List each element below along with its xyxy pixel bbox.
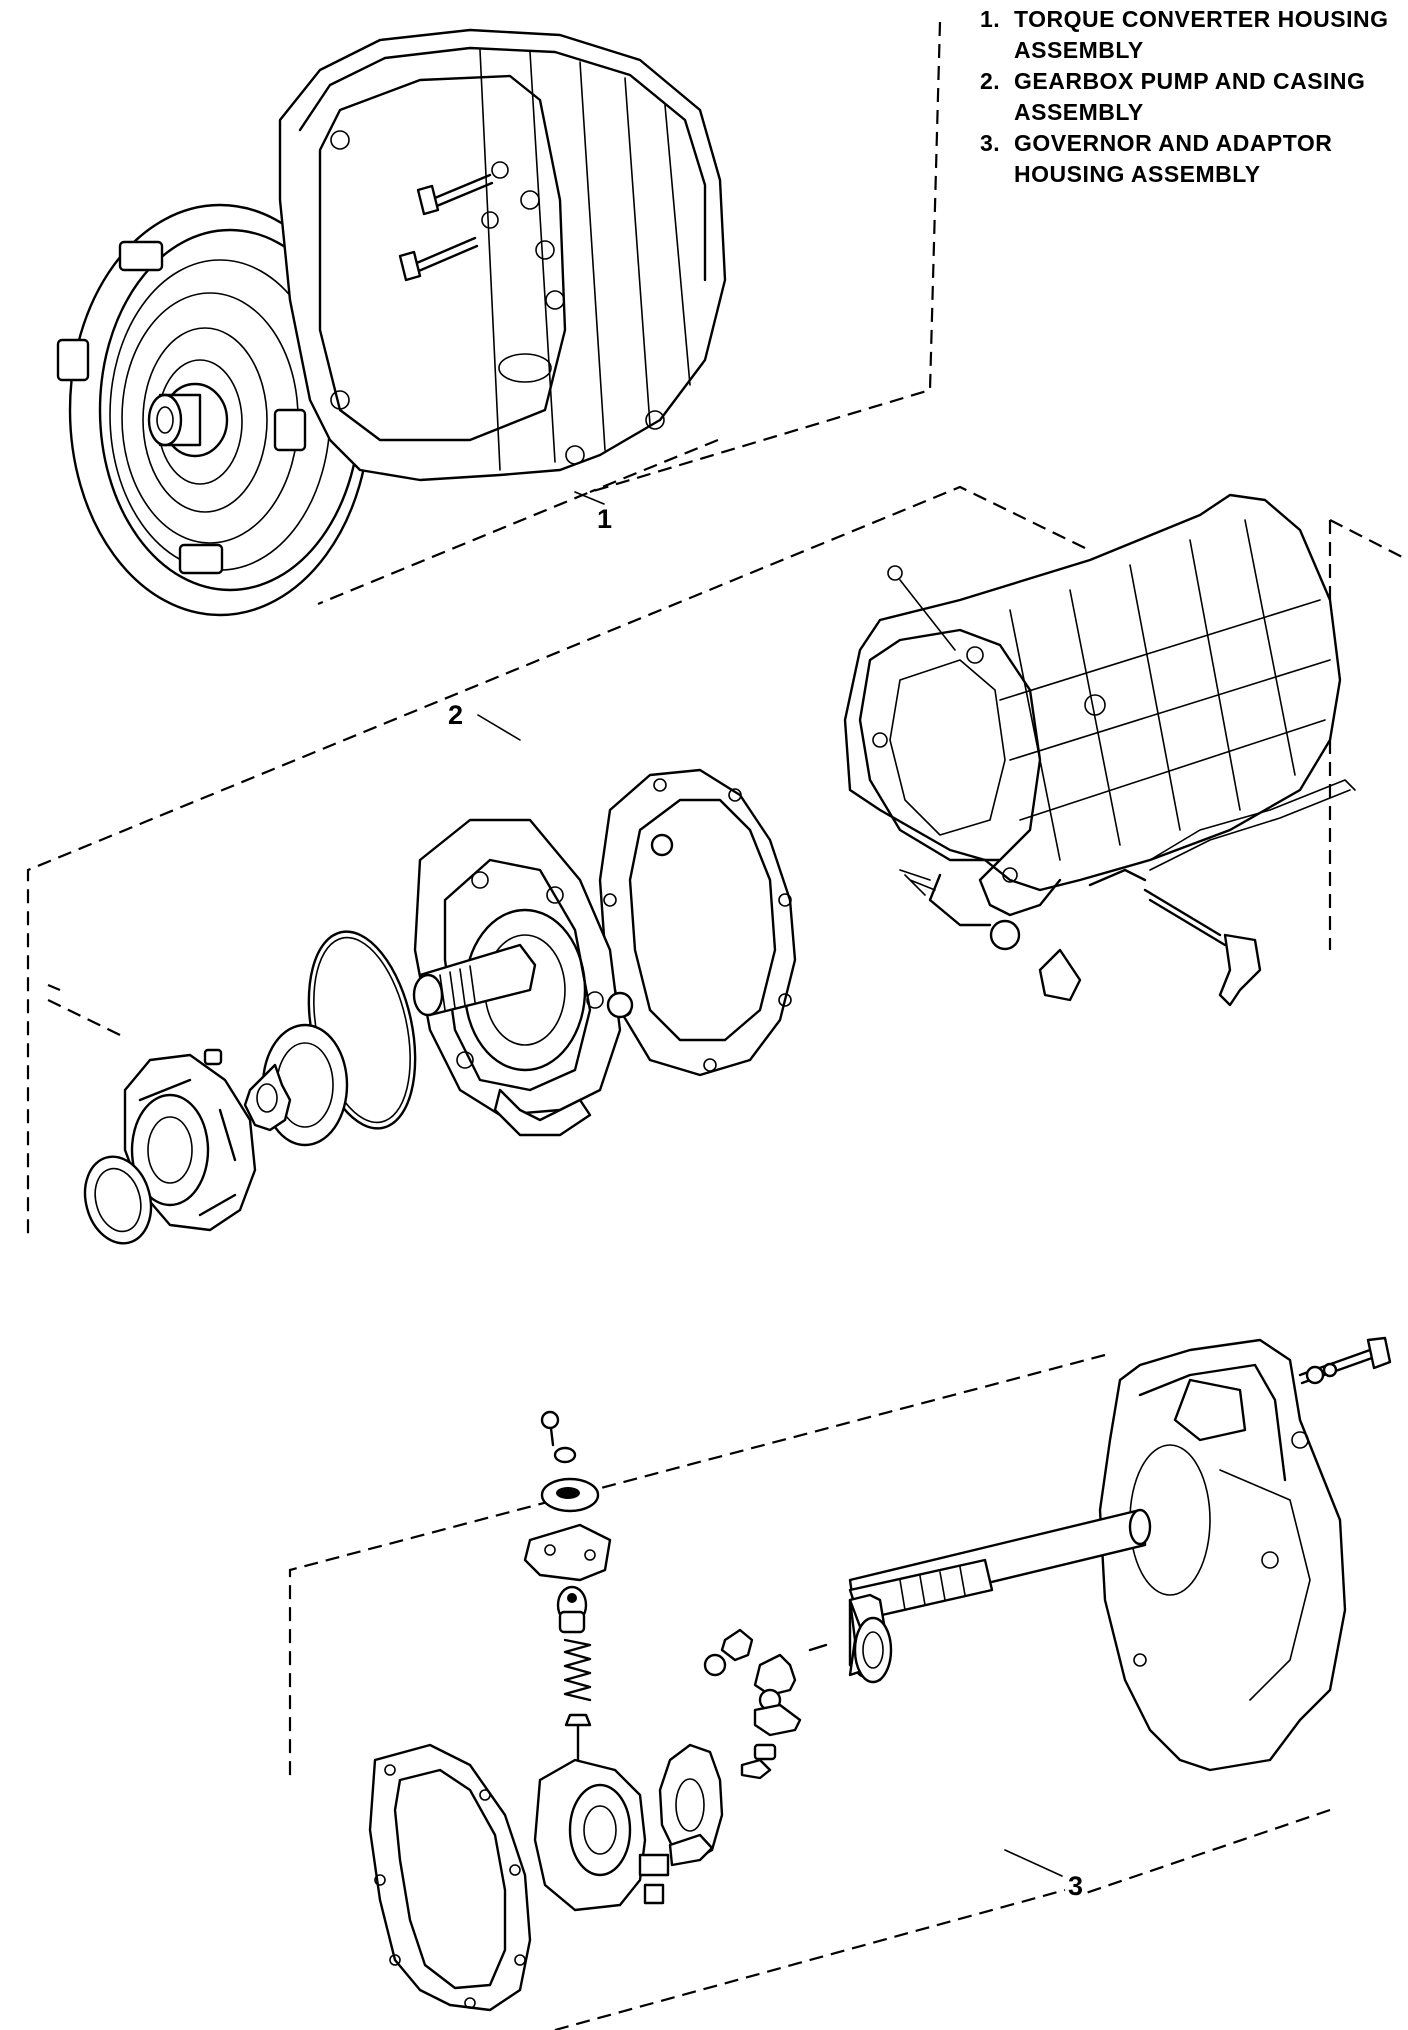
converter-housing [278,28,727,482]
callout-label-2: 2 [448,700,464,730]
callout-3-leader [1004,1849,1063,1877]
group-2-bracket [26,485,1086,1240]
governor-weight [540,1477,600,1513]
legend-number: 1. [980,6,1001,32]
output-shaft [848,1508,1152,1684]
pump-drive-key [203,1048,223,1066]
pump-inner-gear [243,1063,292,1132]
group-3-governor-adaptor-housing [288,1336,1392,2030]
group-2-gearbox-pump-casing [26,485,1408,1245]
pump-body [412,818,634,1137]
callout-label-1: 1 [597,504,613,534]
governor-cover-plate [523,1523,612,1582]
governor-screw [540,1410,577,1464]
legend-label: GOVERNOR AND ADAPTOR HOUSING ASSEMBLY [1014,130,1333,187]
legend-item-1: 1. TORQUE CONVERTER HOUSING ASSEMBLY [980,4,1400,66]
callout-2-leader [477,714,521,741]
legend-number: 2. [980,68,1001,94]
legend-item-2: 2. GEARBOX PUMP AND CASING ASSEMBLY [980,66,1400,128]
group-1-torque-converter-housing [56,21,942,617]
legend: 1. TORQUE CONVERTER HOUSING ASSEMBLY 2. … [980,4,1400,190]
legend-item-3: 3. GOVERNOR AND ADAPTOR HOUSING ASSEMBLY [980,128,1400,190]
adaptor-housing [1098,1336,1392,1772]
pump-seal [83,1155,153,1245]
pump-gasket [598,768,797,1077]
housing-bolts [398,173,494,282]
callout-1-leader [574,491,605,505]
group-3-bracket [288,1353,1106,1780]
governor-weight-assembly [703,1628,802,1780]
adaptor-gasket [368,1743,532,2012]
governor-body [533,1713,714,1912]
group-1-bracket [317,21,942,606]
callout-label-3: 3 [1068,1871,1084,1901]
governor-spring [563,1638,592,1702]
governor-drive-gear [658,1743,724,1862]
transmission-casing [843,493,1356,1007]
governor-valve [556,1585,588,1634]
legend-label: GEARBOX PUMP AND CASING ASSEMBLY [1014,68,1366,125]
legend-number: 3. [980,130,1001,156]
legend-label: TORQUE CONVERTER HOUSING ASSEMBLY [1014,6,1389,63]
shaft-pin [808,1643,828,1652]
